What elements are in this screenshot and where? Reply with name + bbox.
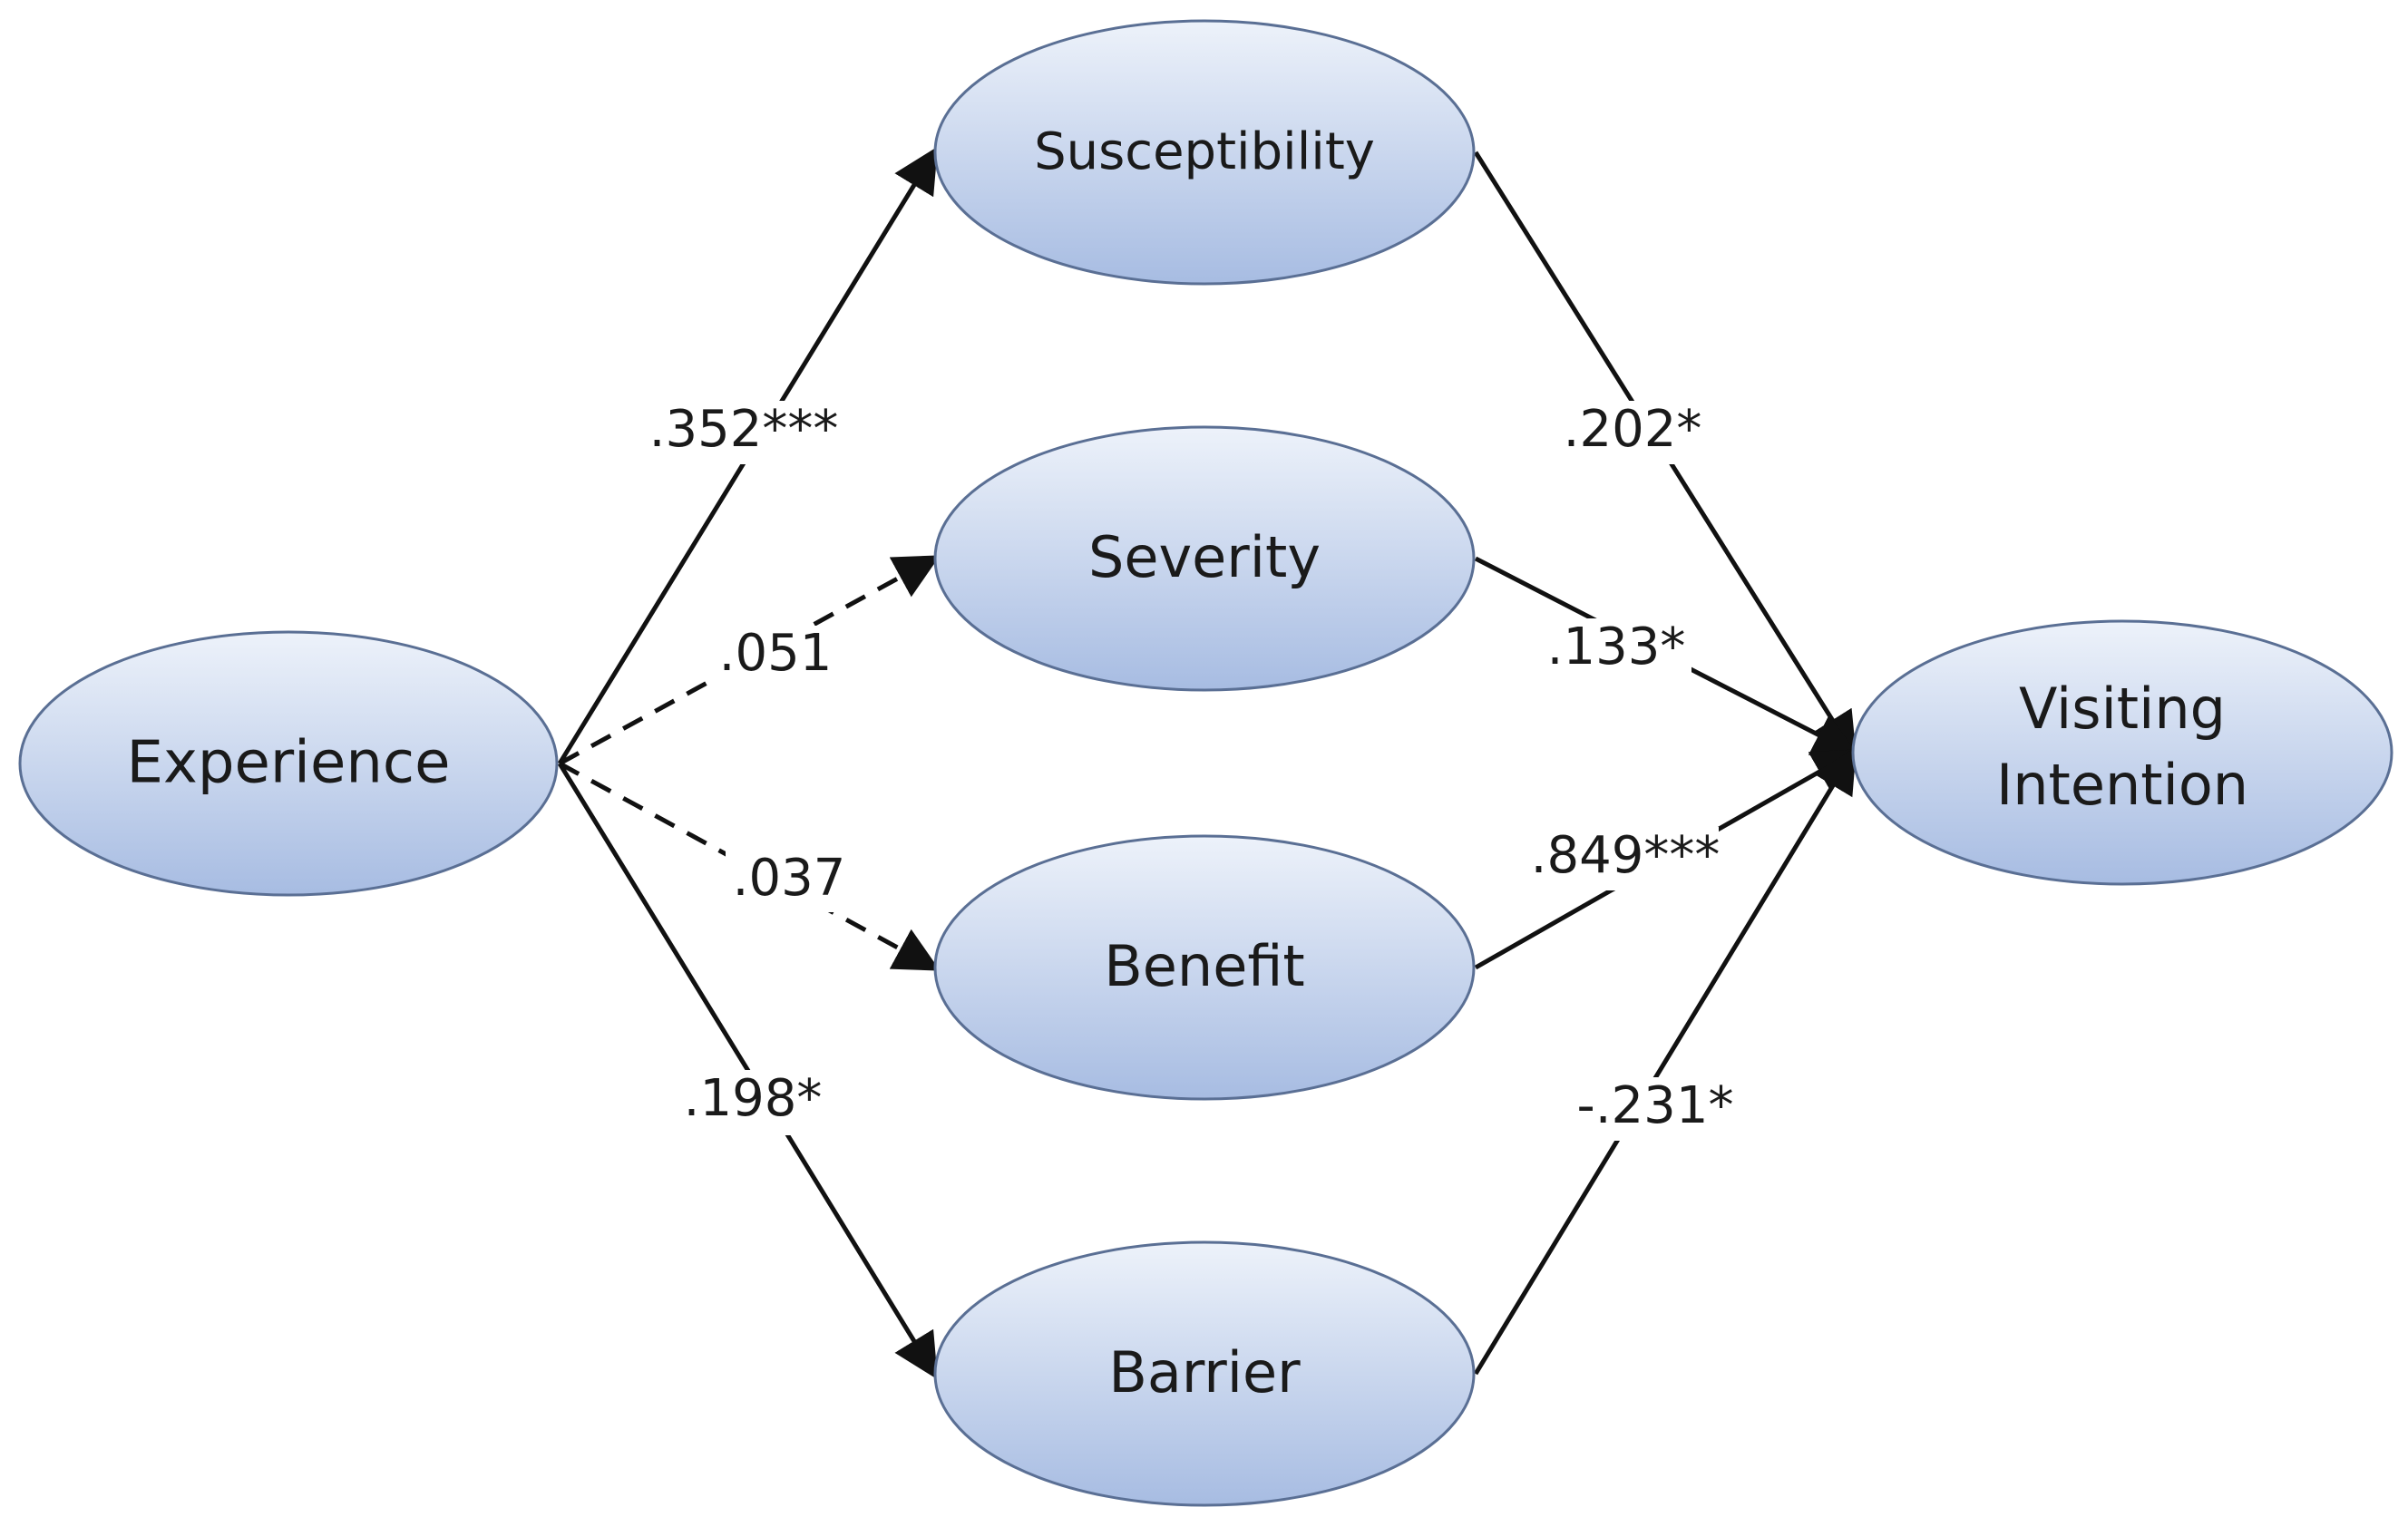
node-benefit-label: Benefit — [1104, 933, 1304, 999]
edge-experience-barrier — [557, 762, 938, 1380]
label-susceptibility-visiting: .202* — [1564, 400, 1702, 459]
node-severity-label: Severity — [1088, 524, 1321, 590]
node-susceptibility: Susceptibility — [933, 19, 1476, 286]
node-experience: Experience — [18, 630, 559, 897]
label-barrier-visiting: -.231* — [1577, 1076, 1734, 1135]
node-visiting-intention: Visiting Intention — [1851, 619, 2393, 886]
node-barrier: Barrier — [933, 1240, 1476, 1507]
label-severity-visiting: .133* — [1547, 618, 1686, 676]
node-experience-label: Experience — [127, 730, 451, 797]
label-experience-benefit: .037 — [733, 849, 846, 908]
label-experience-severity: .051 — [719, 624, 833, 683]
edge-barrier-visiting — [1473, 746, 1857, 1376]
label-experience-susceptibility: .352*** — [649, 400, 839, 459]
node-visiting-intention-line1: Visiting — [2019, 676, 2226, 742]
node-severity: Severity — [933, 425, 1476, 692]
node-susceptibility-label: Susceptibility — [1034, 122, 1375, 181]
node-visiting-intention-line2: Intention — [1996, 752, 2248, 818]
label-experience-barrier: .198* — [684, 1069, 823, 1128]
label-benefit-visiting: .849*** — [1531, 826, 1721, 885]
node-benefit: Benefit — [933, 834, 1476, 1101]
node-barrier-label: Barrier — [1108, 1339, 1301, 1405]
